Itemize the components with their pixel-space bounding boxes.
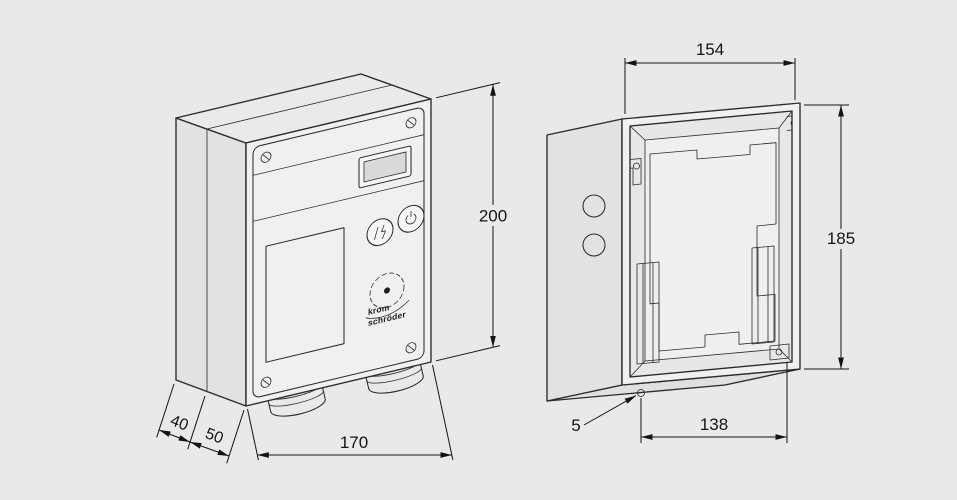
back-wall <box>644 127 780 362</box>
dimension-width-154: 154 <box>624 40 796 114</box>
dim-label-opening-height: 185 <box>827 229 855 248</box>
left-view-device-front: krom schröder <box>175 73 432 417</box>
logo-swoosh <box>365 299 410 319</box>
reset-button[interactable] <box>366 216 394 248</box>
back-wall-stepped-cutout <box>649 142 777 352</box>
dimension-width-138: 138 <box>640 362 788 443</box>
mounting-rail-right <box>751 245 775 345</box>
reset-icon <box>374 224 386 240</box>
dimension-hole-offset-5: 5 <box>571 395 637 435</box>
power-icon <box>405 210 417 225</box>
corner-screws <box>260 117 417 388</box>
housing-front-flange <box>621 102 801 386</box>
manual-knob[interactable] <box>369 269 405 311</box>
program-module-window <box>265 227 345 363</box>
screw-icon <box>405 342 417 354</box>
housing-left-wall-outside <box>546 118 623 402</box>
mounting-rails <box>636 245 775 365</box>
screw-icon <box>260 151 272 163</box>
mounting-rail-left <box>636 261 660 365</box>
cable-knockouts <box>582 194 606 257</box>
dim-label-depth-front: 50 <box>203 425 226 447</box>
tab-bottom-right <box>769 343 790 361</box>
front-door: krom schröder <box>252 107 425 398</box>
dim-label-height: 200 <box>479 207 507 226</box>
screw-icon <box>405 117 417 129</box>
dimension-width-170: 170 <box>247 364 454 461</box>
knockout-hole <box>582 194 606 218</box>
display-window <box>358 145 412 189</box>
fixing-hole <box>637 389 645 397</box>
dimension-height-200: 200 <box>435 82 514 362</box>
power-button[interactable] <box>397 203 425 235</box>
housing-seam-top <box>206 84 393 130</box>
knob-center-dot <box>384 287 390 294</box>
dim-label-width: 170 <box>340 433 368 452</box>
door-band-line-bottom <box>252 180 425 222</box>
dim-label-depth-rear: 40 <box>168 412 191 434</box>
knockout-hole <box>582 233 606 257</box>
housing-left-wall <box>175 117 247 407</box>
screw-icon <box>260 376 272 388</box>
right-view-open-housing <box>546 102 801 402</box>
dimension-height-185: 185 <box>804 104 862 370</box>
door-band-line-top <box>252 134 425 176</box>
dim-label-fixing-width: 138 <box>700 415 728 434</box>
dim-label-opening-width: 154 <box>696 40 724 59</box>
dim-label-hole-offset: 5 <box>571 416 580 435</box>
door-outline <box>252 107 425 398</box>
dimension-depths-40-50: 40 50 <box>156 383 245 464</box>
